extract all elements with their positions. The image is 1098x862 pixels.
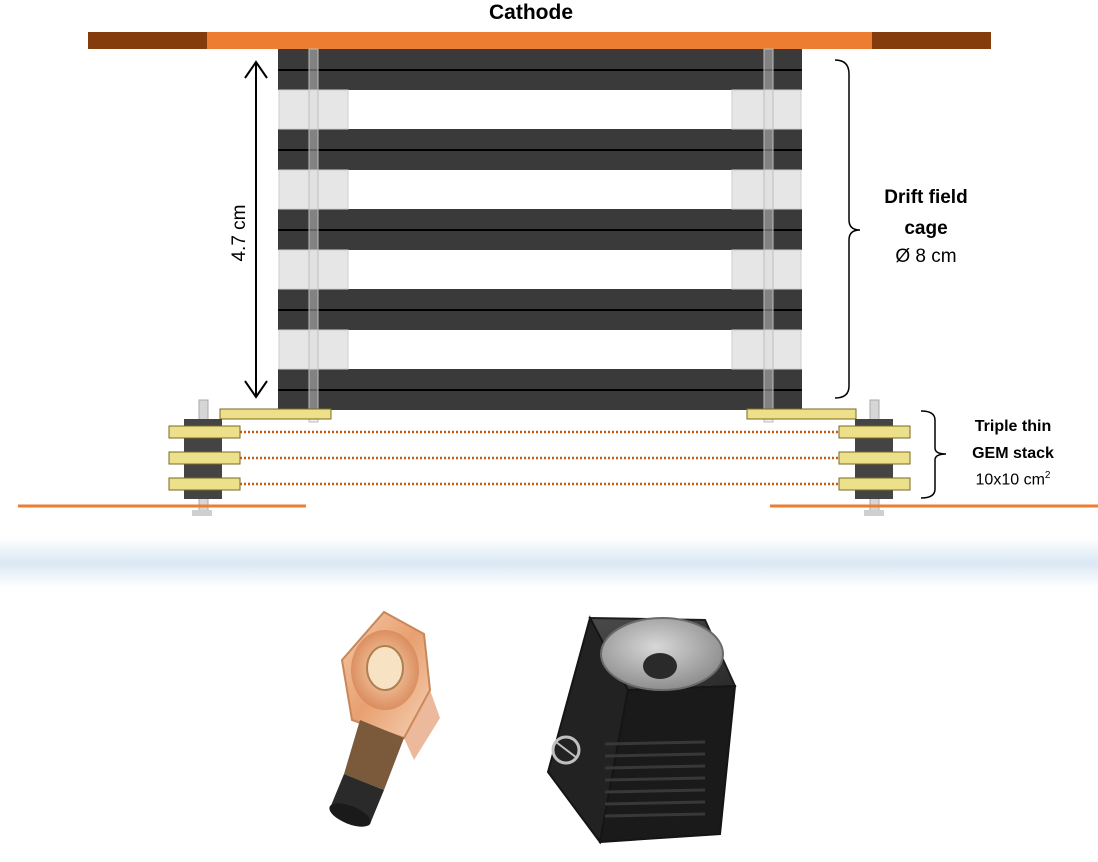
- gem-stack: [168, 399, 911, 516]
- optical-window-band: [0, 538, 1098, 588]
- gem-stack-brace: [920, 410, 947, 499]
- gem-frames: [168, 425, 911, 491]
- gem-stack-size: 10x10 cm2: [958, 470, 1068, 489]
- drift-field-cage: [278, 48, 802, 423]
- gem-stack-label: Triple thin: [974, 418, 1052, 435]
- ring-spacers: [278, 89, 802, 370]
- gem-mounting-bars: [219, 408, 857, 420]
- gem-size-base: 10x10 cm: [975, 471, 1045, 489]
- scmos-camera-icon: [546, 615, 737, 845]
- drift-cage-label: Drift field: [884, 187, 968, 208]
- cathode-label: Cathode: [489, 1, 573, 24]
- height-dimension-arrow: [244, 60, 268, 399]
- camera-vent-slots: [604, 740, 706, 818]
- field-rings: [278, 49, 802, 410]
- support-rods: [308, 48, 774, 423]
- drift-cage-label-line2: cage: [904, 218, 948, 239]
- drift-cage-diameter: Ø 8 cm: [895, 246, 957, 267]
- gem-size-exponent: 2: [1044, 470, 1051, 481]
- cathode-plate: [88, 32, 991, 49]
- gem-stack-label-line2: GEM stack: [972, 445, 1054, 462]
- height-label: 4.7 cm: [229, 204, 250, 262]
- gem-foils: [240, 430, 839, 486]
- pmt-icon: [329, 610, 440, 827]
- drift-cage-brace: [834, 59, 861, 399]
